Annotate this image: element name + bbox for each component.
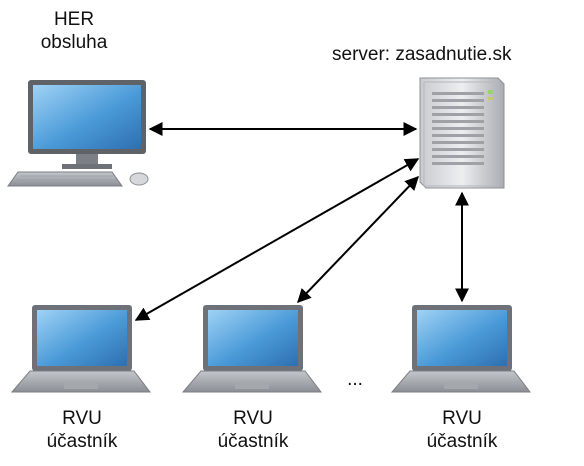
laptop-label-1: RVU účastník (22, 407, 142, 453)
laptop-icon (10, 305, 152, 393)
desktop-label: HER obsluha (22, 8, 126, 54)
laptop-label-2: RVU účastník (193, 407, 313, 453)
desktop-computer-icon (7, 80, 149, 187)
desktop-label-line2: obsluha (40, 32, 108, 53)
server-label: server: zasadnutie.sk (332, 44, 512, 65)
ellipsis: ... (347, 369, 363, 390)
laptop-label-line2: účastník (217, 431, 289, 452)
server-tower-icon (419, 77, 505, 189)
laptop-label-line1: RVU (62, 408, 102, 429)
desktop-label-line1: HER (53, 9, 95, 30)
laptop-label-line1: RVU (442, 408, 482, 429)
laptop-label-line2: účastník (426, 431, 498, 452)
arrow-server-laptop-1 (134, 158, 420, 321)
laptop-label-line1: RVU (233, 408, 273, 429)
arrow-server-laptop-2 (297, 175, 419, 304)
laptop-label-3: RVU účastník (402, 407, 522, 453)
laptop-label-line2: účastník (46, 431, 118, 452)
laptop-icon (181, 305, 323, 393)
laptop-icon (390, 305, 532, 393)
